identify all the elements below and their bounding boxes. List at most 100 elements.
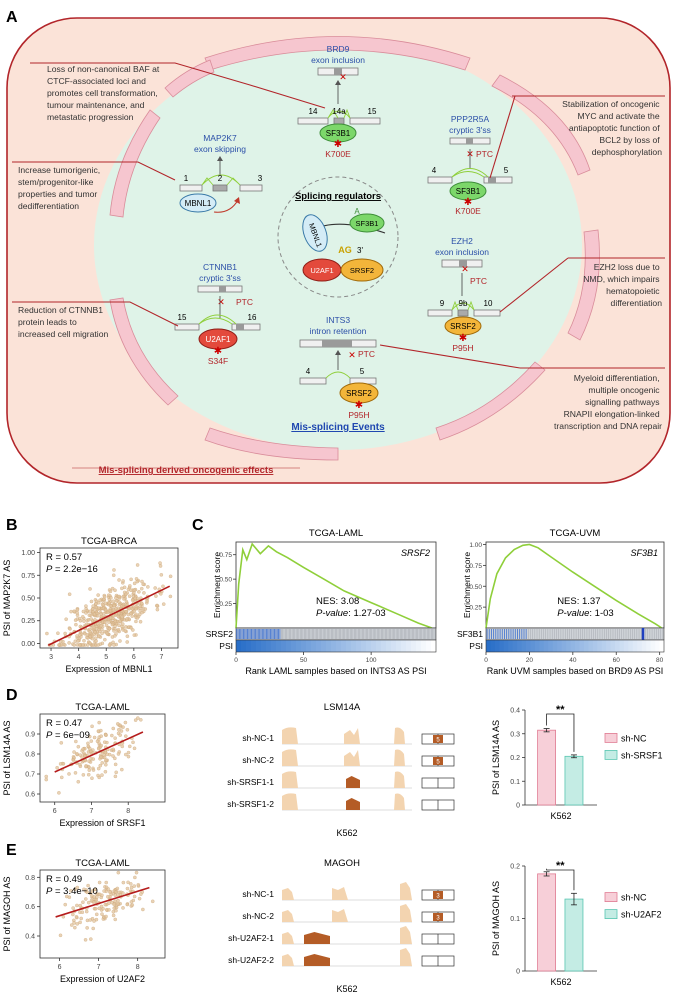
scatter-point <box>69 923 74 927</box>
y-tick-label: 0.75 <box>21 573 35 580</box>
map2k7-subtitle: exon skipping <box>194 144 246 154</box>
chart-title: TCGA-LAML <box>309 528 363 539</box>
ppp2r5a-exon-left: 4 <box>432 166 437 175</box>
psi-gradient-cell <box>508 640 514 652</box>
psi-gradient-cell <box>552 640 558 652</box>
scatter-point <box>91 768 96 772</box>
scatter-point <box>139 718 143 722</box>
psi-gradient-cell <box>601 640 607 652</box>
x-axis-label: Rank UVM samples based on BRD9 AS PSI <box>487 666 664 676</box>
svg-text:✱: ✱ <box>459 333 467 344</box>
x-axis-label: K562 <box>550 977 571 987</box>
y-tick-label: 0.50 <box>21 596 35 603</box>
scatter-point <box>121 880 126 885</box>
scatter-point <box>58 933 63 938</box>
psi-gradient-cell <box>236 640 242 652</box>
scatter-point <box>56 631 60 635</box>
psi-gradient-cell <box>570 640 576 652</box>
scatter-point <box>87 613 92 617</box>
scatter-point <box>67 641 71 645</box>
y-tick-label: 0.25 <box>219 601 232 608</box>
scatter-point <box>78 618 83 623</box>
scatter-point <box>102 889 106 893</box>
exon-number: 3 <box>436 916 440 922</box>
effect-baf: Loss of non-canonical BAF at CTCF-associ… <box>47 64 162 122</box>
y-tick-label: 0.2 <box>510 864 520 871</box>
scatter-point <box>110 733 114 738</box>
psi-gradient-cell <box>326 640 332 652</box>
scatter-point <box>141 907 145 912</box>
scatter-point <box>104 623 109 628</box>
scatter-point <box>107 626 112 631</box>
scatter-point <box>75 752 79 756</box>
scatter-point <box>100 773 104 777</box>
scatter-point <box>59 741 64 745</box>
scatter-point <box>80 910 85 915</box>
knockdown-coverage <box>346 798 360 810</box>
knockdown-coverage <box>304 932 330 944</box>
y-axis-label: Enrichment score <box>462 552 472 618</box>
psi-gradient-cell <box>659 640 665 652</box>
panel-label-c: C <box>192 517 204 534</box>
scatter-point <box>120 622 125 626</box>
psi-gradient-cell <box>499 640 505 652</box>
psi-gradient-cell <box>615 640 620 652</box>
y-tick-label: 0.25 <box>21 618 35 625</box>
scatter-point <box>67 772 71 776</box>
chart-title: TCGA-LAML <box>75 702 129 713</box>
legend-swatch <box>604 750 618 760</box>
ctnnb1-exon-left: 15 <box>178 313 187 322</box>
psi-gradient-cell <box>281 640 287 652</box>
scatter-point <box>87 759 91 763</box>
chart-title: TCGA-UVM <box>550 528 601 539</box>
nes-label: NES: 3.08 <box>316 596 359 607</box>
psi-gradient-cell <box>579 640 585 652</box>
x-tick-label: 7 <box>159 654 163 661</box>
sf3b1-protein <box>349 213 385 233</box>
scatter-point <box>114 770 118 775</box>
psi-gradient-cell <box>366 640 372 652</box>
event-brd9: BRD9 exon inclusion ✕ 14 14a 15 SF3B1 ✱ … <box>297 44 381 159</box>
coverage-track <box>282 727 405 744</box>
y-axis-label: Enrichment score <box>212 552 222 618</box>
scatter-point <box>89 617 93 621</box>
effect-tumorigenic: Increase tumorigenic, stem/progenitor-li… <box>18 165 103 211</box>
u2af1-label: U2AF1 <box>310 266 333 275</box>
scatter-point <box>60 775 64 780</box>
psi-gradient-cell <box>628 640 634 652</box>
row-label: SRSF2 <box>206 629 234 639</box>
scatter-point <box>102 740 107 744</box>
y-tick-label: 0 <box>516 803 520 810</box>
scatter-point <box>134 612 138 617</box>
scatter-point <box>129 577 133 582</box>
x-axis-label: Expression of SRSF1 <box>59 818 145 828</box>
scatter-point <box>88 587 92 591</box>
scatter-point <box>125 617 129 621</box>
scatter-point <box>131 628 135 632</box>
psi-gradient-cell <box>246 640 252 652</box>
scatter-point <box>131 740 135 745</box>
gene-set-label: SRSF2 <box>401 548 430 558</box>
scatter-point <box>90 776 94 780</box>
scatter-point <box>74 915 79 919</box>
psi-gradient-cell <box>426 640 432 652</box>
scatter-point <box>94 602 98 606</box>
y-tick-label: 1.00 <box>469 542 482 549</box>
scatter-point <box>104 880 108 885</box>
legend-label: sh-U2AF2 <box>621 910 662 920</box>
y-axis-label: PSI of MAGOH AS <box>2 876 12 951</box>
splicing-regulators-circle <box>277 176 399 298</box>
scatter-point <box>132 746 137 751</box>
event-ctnnb1: CTNNB1 cryptic 3'ss ✕ PTC 15 16 U2AF1 ✱ … <box>174 262 261 366</box>
scatter-point <box>110 622 115 627</box>
scatter-point <box>101 906 105 911</box>
scatter-point <box>134 870 139 875</box>
scatter-point <box>97 720 101 725</box>
scatter-point <box>111 747 115 752</box>
psi-gradient-cell <box>321 640 327 652</box>
scatter-point <box>78 920 82 925</box>
scatter-point <box>69 889 73 893</box>
scatter-point <box>84 897 88 901</box>
scatter-point <box>125 640 129 644</box>
scatter-point <box>129 588 133 593</box>
